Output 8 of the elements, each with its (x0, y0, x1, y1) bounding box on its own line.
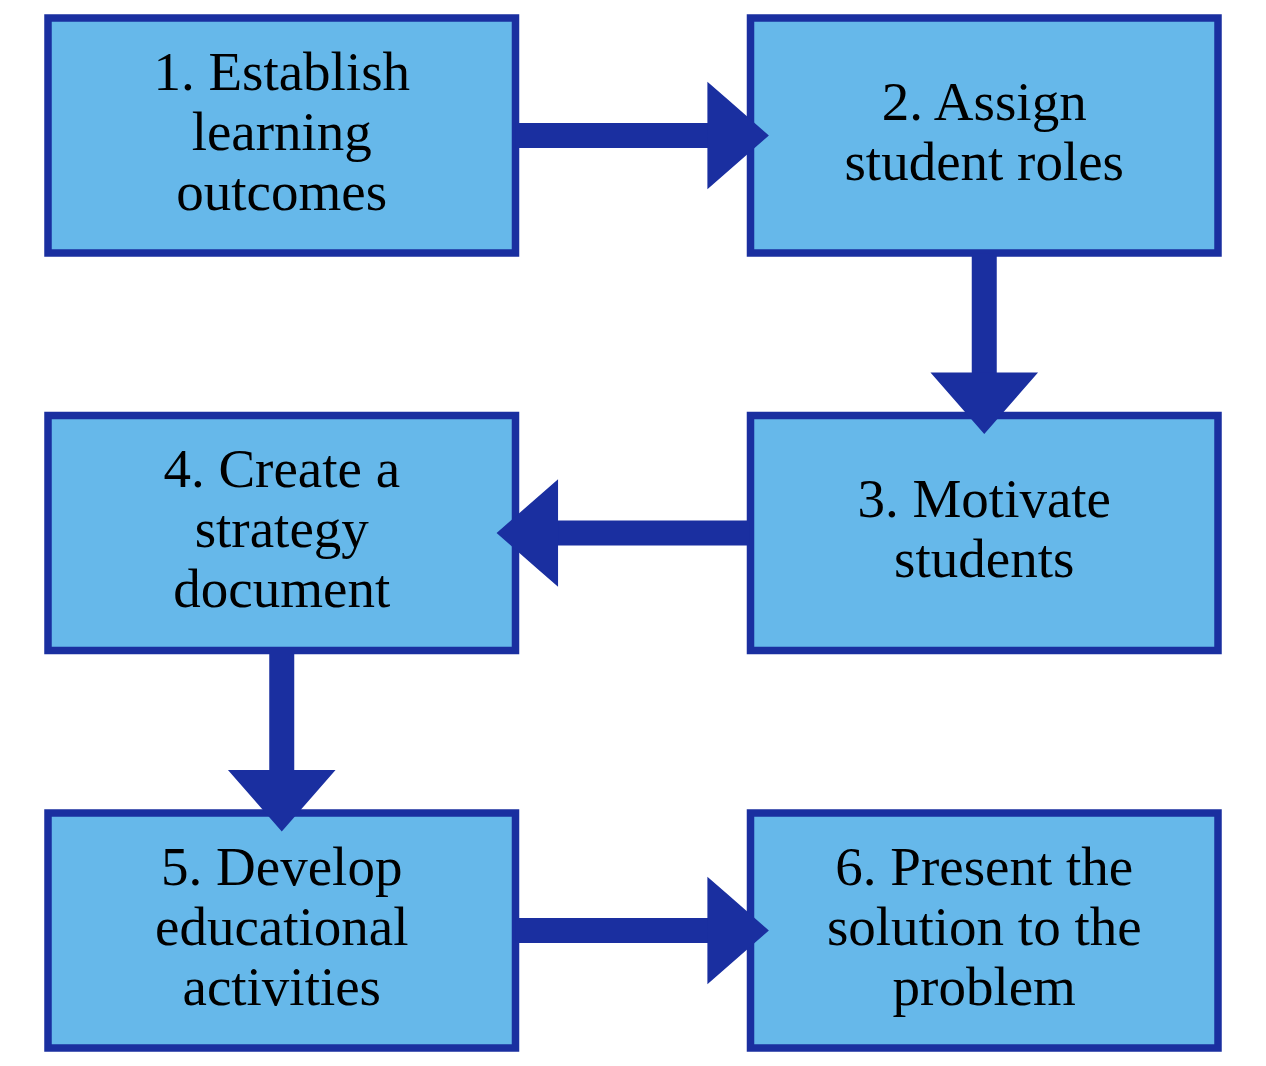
arrow (496, 479, 750, 587)
node-box: 3. Motivate students (746, 411, 1222, 655)
node-box: 1. Establish learning outcomes (44, 14, 520, 257)
node-box: 2. Assign student roles (746, 14, 1222, 257)
node-box: 5. Develop educational activities (44, 809, 520, 1052)
node-box: 4. Create a strategy document (44, 411, 520, 655)
node-box: 6. Present the solution to the problem (746, 809, 1222, 1052)
arrow (930, 253, 1039, 434)
